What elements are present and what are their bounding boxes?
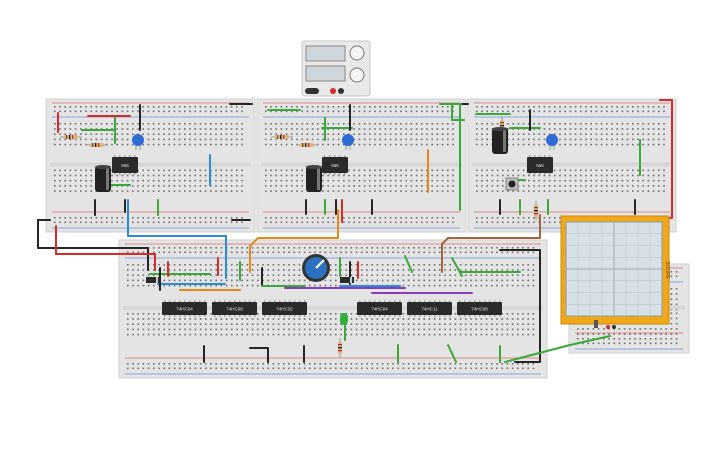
breadboard-top-left[interactable] xyxy=(45,98,256,233)
current-knob[interactable] xyxy=(349,67,365,83)
positive-terminal[interactable] xyxy=(330,88,336,94)
logic-chip-74hc32-label: 74HC32 xyxy=(276,307,293,312)
resistor-r4[interactable] xyxy=(296,143,318,147)
oscilloscope[interactable]: SCOPE xyxy=(560,215,670,329)
breadboard-top-middle[interactable] xyxy=(256,98,467,233)
power-supply[interactable] xyxy=(301,40,371,97)
scope-probe-positive[interactable] xyxy=(606,325,610,329)
push-button[interactable] xyxy=(505,177,519,191)
capacitor-ceramic-middle[interactable] xyxy=(342,134,354,150)
wire-green[interactable] xyxy=(504,335,611,363)
resistor-r2[interactable] xyxy=(86,143,108,147)
logic-chip-74hc11-label: 74HC11 xyxy=(421,307,438,312)
wire-black[interactable] xyxy=(249,347,269,363)
oscilloscope-label: SCOPE xyxy=(664,261,670,279)
negative-terminal[interactable] xyxy=(338,88,344,94)
resistor-r1[interactable] xyxy=(60,135,82,139)
wire-black[interactable] xyxy=(499,249,541,363)
timer-555-middle[interactable]: 555 xyxy=(322,155,348,175)
logic-chip-74hc08-a[interactable]: 74HC08 xyxy=(212,300,257,317)
resistor-r3[interactable] xyxy=(271,135,293,139)
timer-555-left-label: 555 xyxy=(121,163,129,168)
power-switch[interactable] xyxy=(305,88,319,94)
logic-chip-74hc04-b-label: 74HC04 xyxy=(371,307,388,312)
wire-black[interactable] xyxy=(37,219,149,271)
scope-probe-negative[interactable] xyxy=(612,325,616,329)
capacitor-electrolytic-middle[interactable] xyxy=(306,165,322,192)
voltage-knob[interactable] xyxy=(349,45,365,61)
wire-red[interactable] xyxy=(55,225,156,271)
capacitor-ceramic-left[interactable] xyxy=(132,134,144,150)
logic-chip-74hc08-a-label: 74HC08 xyxy=(226,307,243,312)
timer-555-middle-label: 555 xyxy=(331,163,339,168)
diode-left[interactable] xyxy=(146,277,160,283)
wire-green[interactable] xyxy=(439,103,461,211)
wires[interactable] xyxy=(37,99,673,363)
logic-chip-74hc04-a[interactable]: 74HC04 xyxy=(162,300,207,317)
capacitor-electrolytic-right[interactable] xyxy=(492,127,508,154)
wire-brown[interactable] xyxy=(441,214,541,273)
logic-chip-74hc08-b[interactable]: 74HC08 xyxy=(457,300,502,317)
logic-chip-74hc32[interactable]: 74HC32 xyxy=(262,300,307,317)
logic-chip-74hc11[interactable]: 74HC11 xyxy=(407,300,452,317)
wire-green[interactable] xyxy=(451,103,465,121)
wire-green[interactable] xyxy=(404,255,413,273)
logic-chip-74hc08-b-label: 74HC08 xyxy=(471,307,488,312)
resistor-r7[interactable] xyxy=(338,338,342,358)
logic-chip-74hc04-a-label: 74HC04 xyxy=(176,307,193,312)
timer-555-right-label: 555 xyxy=(536,163,544,168)
logic-chip-74hc04-b[interactable]: 74HC04 xyxy=(357,300,402,317)
wire-orange[interactable] xyxy=(249,209,339,273)
wire-blue[interactable] xyxy=(127,199,227,279)
resistor-r6[interactable] xyxy=(534,201,538,221)
potentiometer[interactable] xyxy=(302,254,330,282)
wire-green[interactable] xyxy=(447,344,457,363)
timer-555-left[interactable]: 555 xyxy=(112,155,138,175)
capacitor-electrolytic-left[interactable] xyxy=(95,165,111,192)
timer-555-right[interactable]: 555 xyxy=(527,155,553,175)
led-green[interactable] xyxy=(340,313,348,325)
diode-right[interactable] xyxy=(340,277,354,283)
capacitor-ceramic-right[interactable] xyxy=(546,134,558,150)
